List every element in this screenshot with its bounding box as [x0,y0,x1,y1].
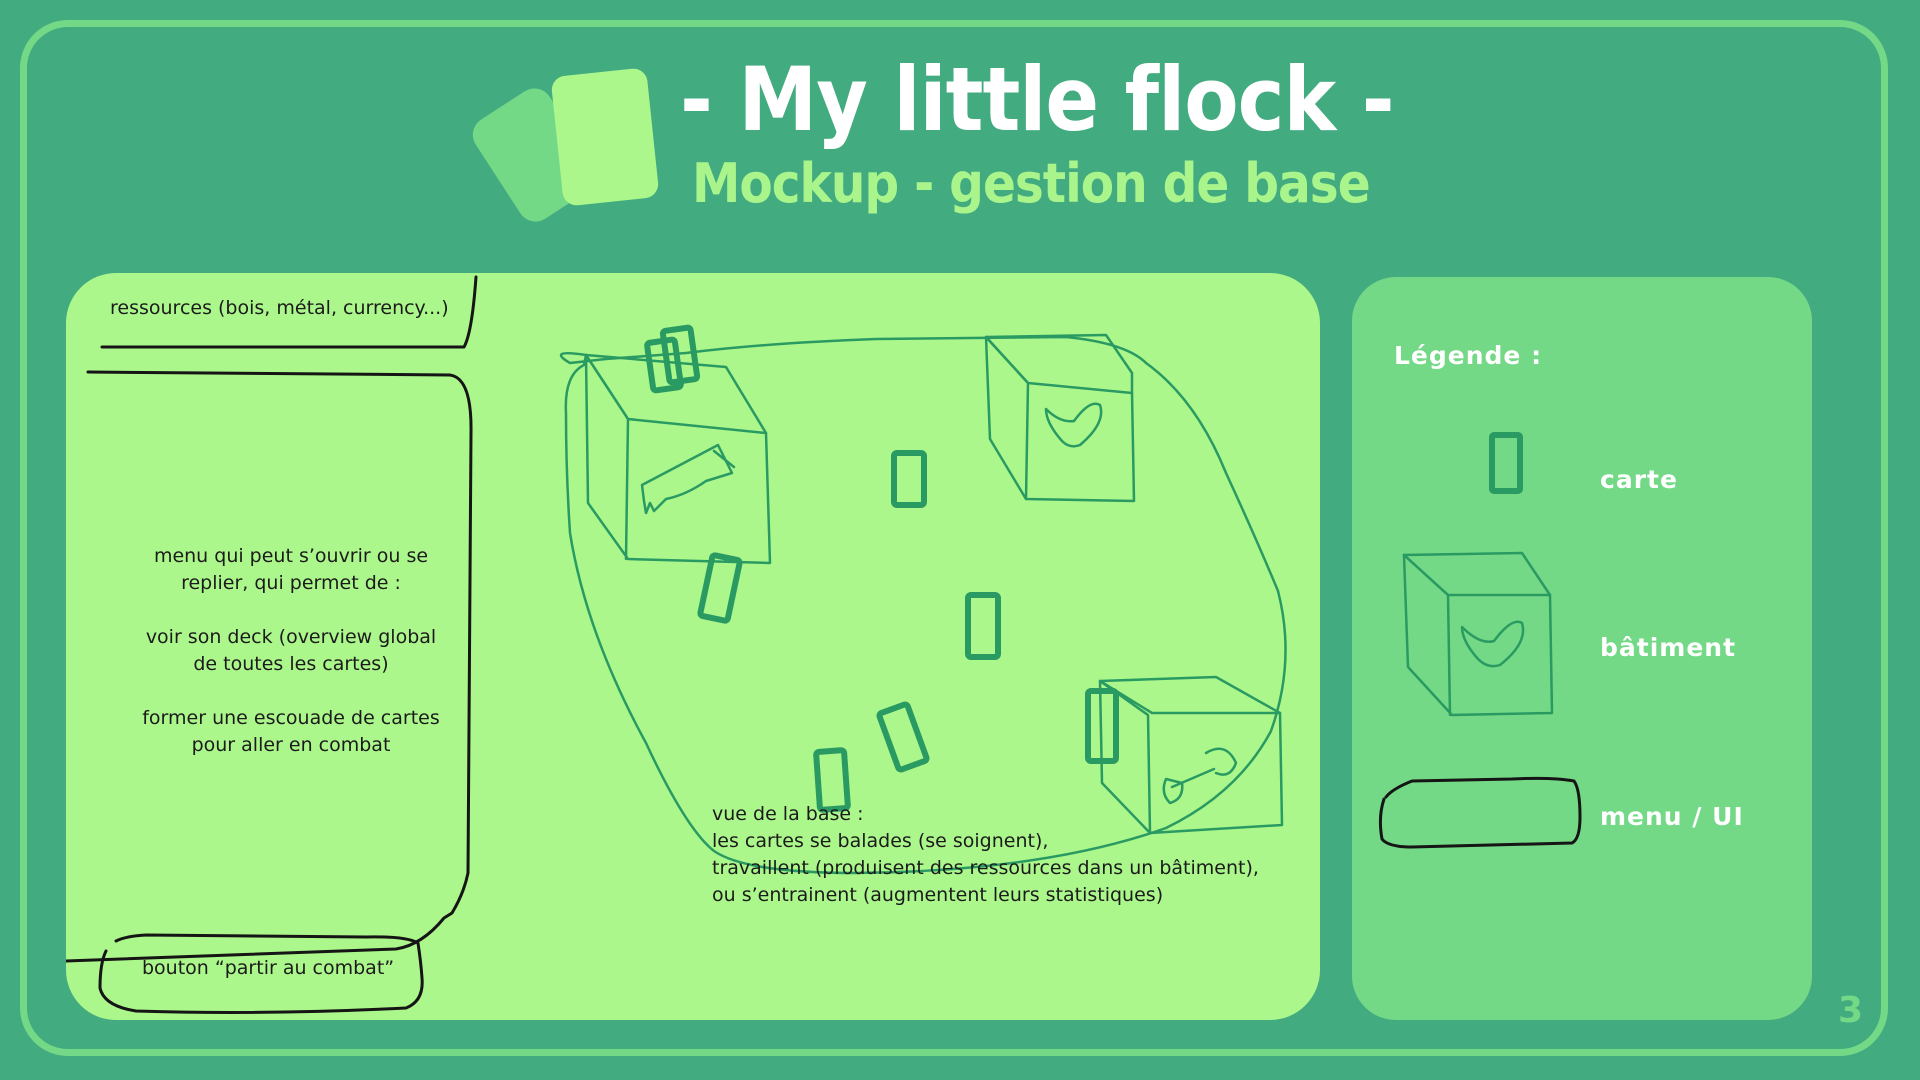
base-area-outline [559,335,1287,875]
combat-button-outline [98,933,424,1014]
card-icon [659,324,701,386]
mockup-panel: ressources (bois, métal, currency...) me… [66,273,1320,1020]
building-icon [1402,551,1554,717]
card-icon [891,450,927,508]
legend-panel: Légende : carte bâtiment menu / UI [1352,277,1812,1020]
mockup-sketch [66,275,1287,1014]
slide-frame [20,20,1888,1056]
legend-label-card: carte [1600,465,1678,494]
side-menu-outline [66,370,473,963]
card-icon [876,701,930,773]
heart-icon [1460,620,1525,668]
page-title: - My little flock - [680,48,1395,151]
hammer-icon [1162,747,1238,805]
menu-text-line: de toutes les cartes) [193,653,389,675]
building-saw [584,353,772,565]
card-icon [965,592,1001,660]
resources-label: ressources (bois, métal, currency...) [110,297,449,319]
menu-outline-icon [1378,776,1582,849]
combat-button-label: bouton “partir au combat” [142,957,395,979]
resources-bar-outline [100,275,478,349]
building-heart [984,333,1136,503]
card-icon [697,552,743,624]
card-icon [1085,688,1119,764]
page-number: 3 [1838,990,1864,1031]
menu-text-line: voir son deck (overview global [145,626,437,648]
legend-label-building: bâtiment [1600,633,1737,662]
legend-title: Légende : [1394,341,1543,370]
card-icon [813,747,851,813]
page-subtitle: Mockup - gestion de base [692,152,1371,215]
saw-icon [640,443,736,515]
legend-sketches [1378,432,1582,849]
menu-text-gap [126,597,456,624]
legend-label-menu: menu / UI [1600,802,1744,831]
heart-icon [1044,402,1103,448]
menu-text-line: pour aller en combat [191,734,391,756]
menu-text-line: former une escouade de cartes [142,707,440,729]
base-view-description: vue de la base : les cartes se balades (… [712,801,1259,909]
menu-text-gap [126,678,456,705]
card-icon [644,336,684,394]
building-hammer [1098,675,1284,835]
menu-text-line: replier, qui permet de : [181,572,401,594]
base-text-line: travaillent (produisent des ressources d… [712,857,1259,879]
side-menu-description: menu qui peut s’ouvrir ou se replier, qu… [126,543,456,759]
base-text-line: ou s’entrainent (augmentent leurs statis… [712,884,1164,906]
menu-text-line: menu qui peut s’ouvrir ou se [153,545,429,567]
base-text-line: vue de la base : [712,803,864,825]
card-icon [1489,432,1523,494]
base-text-line: les cartes se balades (se soignent), [712,830,1049,852]
logo-cards-icon [472,68,659,222]
